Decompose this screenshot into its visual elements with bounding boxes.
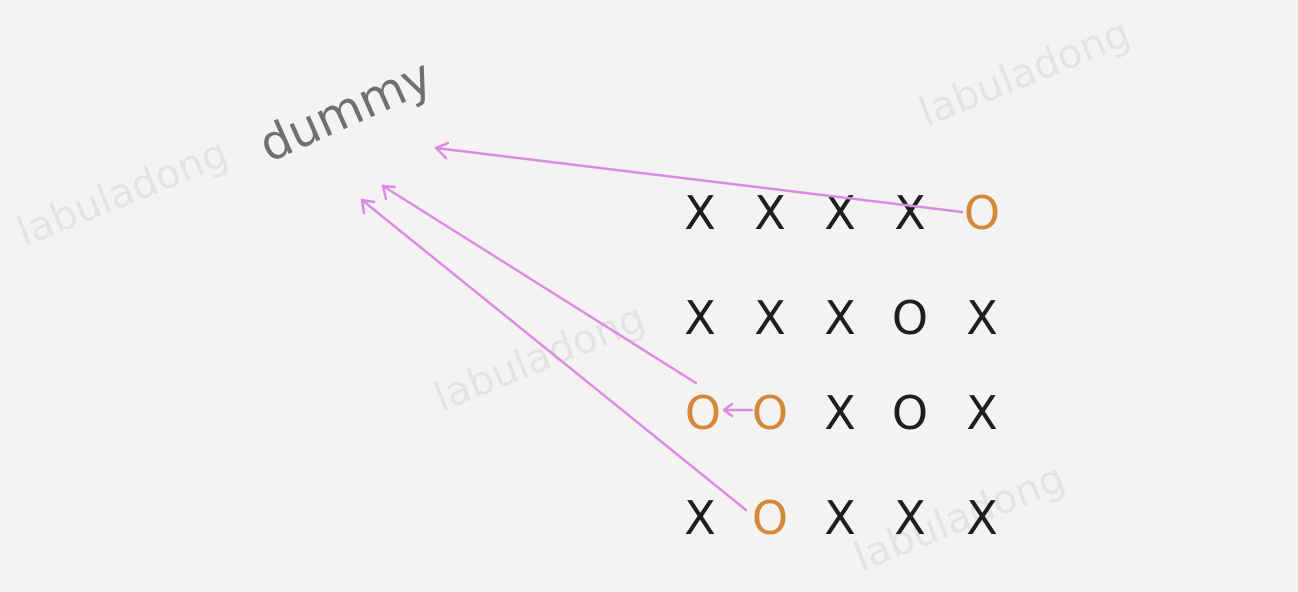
arrow-head-row2-to-dummy [381,184,397,201]
board-cell-1-0: X [684,291,716,345]
board-cell-3-2: X [824,491,856,545]
board-cell-0-3: X [894,186,926,240]
arrow-head-top-right-to-dummy [434,141,450,160]
board-cell-3-1: O [751,491,789,545]
arrow-head-row3-to-dummy [360,198,376,215]
board-cell-2-0: O [684,386,722,440]
board-cell-3-3: X [894,491,926,545]
arrow-line-row2-to-dummy [381,184,698,385]
board-cell-0-4: O [963,186,1001,240]
board-cell-1-1: X [754,291,786,345]
board-cell-1-4: X [966,291,998,345]
board-cell-2-4: X [966,386,998,440]
board-cell-0-0: X [684,186,716,240]
board-cell-1-3: O [891,291,929,345]
board-cell-0-1: X [754,186,786,240]
board-cell-2-2: X [824,386,856,440]
arrow-line-top-right-to-dummy [434,146,964,214]
board-cell-3-4: X [966,491,998,545]
arrow-line-row3-to-dummy [360,198,748,512]
board-cell-1-2: X [824,291,856,345]
board-cell-2-3: O [891,386,929,440]
board-cell-3-0: X [684,491,716,545]
arrow-head-row2-sibling [722,402,734,418]
board-cell-2-1: O [751,386,789,440]
